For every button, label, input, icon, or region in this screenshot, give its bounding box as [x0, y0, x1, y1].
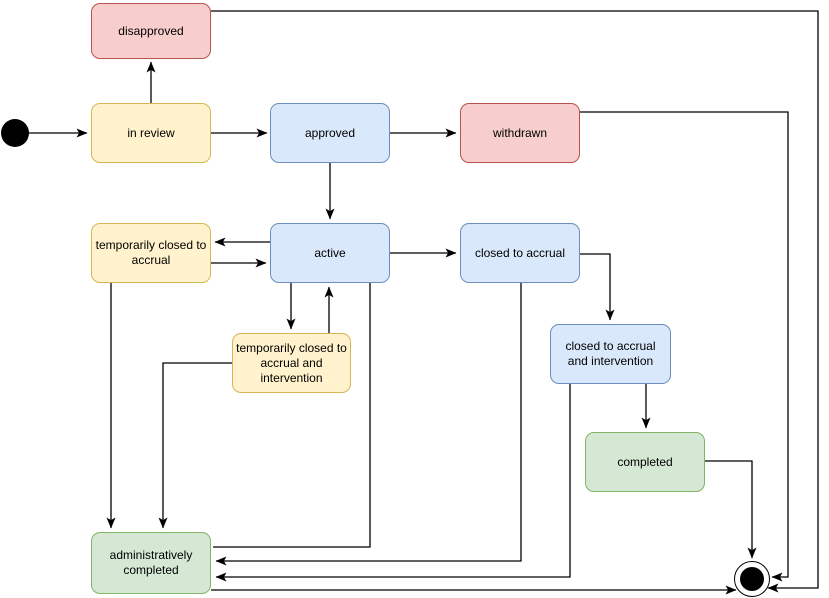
state-withdrawn: withdrawn	[460, 103, 580, 163]
transition-closed-to-accrual-and-intervention-to-administratively-completed	[215, 384, 571, 582]
transition-completed-to-final	[705, 460, 757, 559]
state-temporarily-closed-to-accrual-and-intervention-label: temporarily closed to accrual and interv…	[236, 340, 347, 385]
state-administratively-completed: administratively completed	[91, 532, 211, 594]
final-state-inner-dot	[740, 567, 764, 591]
transition-closed-to-accrual-to-administratively-completed	[215, 283, 522, 566]
state-closed-to-accrual-and-intervention: closed to accrual and intervention	[550, 324, 671, 384]
state-in-review: in review	[91, 103, 211, 163]
state-temporarily-closed-to-accrual-label: temporarily closed to accrual	[95, 238, 207, 267]
state-temporarily-closed-to-accrual: temporarily closed to accrual	[91, 223, 211, 283]
transition-closed-to-accrual-to-closed-to-accrual-and-intervention	[580, 253, 615, 321]
state-closed-to-accrual-and-intervention-label: closed to accrual and intervention	[565, 339, 656, 368]
state-disapproved: disapproved	[91, 3, 211, 59]
state-approved: approved	[270, 103, 390, 163]
state-closed-to-accrual-label: closed to accrual	[474, 245, 566, 260]
final-state-node	[734, 561, 770, 597]
transition-withdrawn-to-final	[580, 111, 789, 582]
initial-state-node	[1, 119, 29, 147]
transition-disapproved-to-final	[211, 10, 819, 593]
state-completed-label: completed	[617, 454, 673, 469]
state-completed: completed	[585, 432, 705, 492]
state-closed-to-accrual: closed to accrual	[460, 223, 580, 283]
state-approved-label: approved	[304, 125, 356, 140]
state-active-label: active	[314, 245, 346, 260]
state-administratively-completed-label: administratively completed	[109, 548, 193, 577]
transition-temporarily-closed-to-accrual-and-intervention-to-administratively-completed	[158, 362, 232, 529]
state-in-review-label: in review	[127, 125, 175, 140]
state-disapproved-label: disapproved	[118, 23, 184, 38]
state-withdrawn-label: withdrawn	[492, 125, 548, 140]
state-active: active	[270, 223, 390, 283]
state-temporarily-closed-to-accrual-and-intervention: temporarily closed to accrual and interv…	[232, 333, 351, 393]
transition-active-to-administratively-completed	[213, 283, 371, 548]
